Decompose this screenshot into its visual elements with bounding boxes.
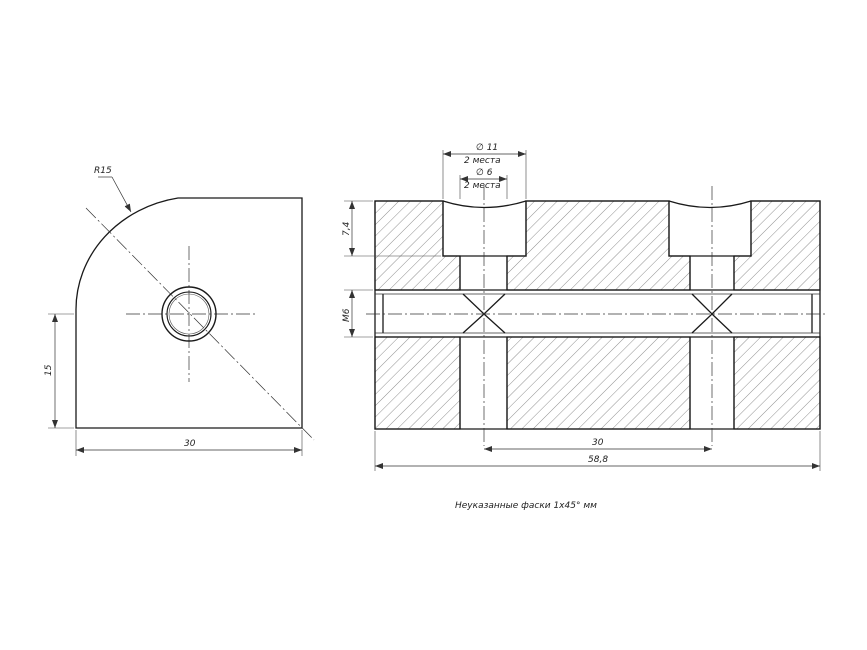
- hole-outer-circle: [161, 286, 217, 342]
- hatch-bottom-right: [733, 336, 821, 430]
- hatch-top-right: [733, 200, 821, 291]
- diagonal-center-line: [85, 207, 315, 441]
- hatch-bottom-middle: [506, 336, 691, 430]
- height-label: 15: [44, 364, 54, 376]
- section-view: ∅ 11 2 места ∅ 6 2 места 7,4 M6 30 58,8: [342, 143, 828, 471]
- front-view-outline: [75, 197, 303, 429]
- chamfer-note: Неуказанные фаски 1x45° мм: [455, 501, 597, 511]
- thread-label: M6: [342, 308, 352, 322]
- radius-label: R15: [94, 166, 112, 176]
- section-outline: [374, 200, 821, 430]
- hatch-top-left: [374, 200, 461, 291]
- counterbore-left-curve: [442, 200, 527, 209]
- depth-label: 7,4: [342, 221, 352, 236]
- horizontal-bore: [375, 289, 820, 338]
- front-view: R15 15 30: [44, 166, 315, 456]
- hole-dia-label: ∅ 6: [476, 168, 493, 178]
- length-label: 58,8: [588, 455, 608, 465]
- vertical-hole-right: [689, 256, 735, 429]
- hole-inner-circle: [166, 291, 212, 337]
- hatch-top-middle: [506, 200, 691, 291]
- counterbore-dia-label: ∅ 11: [476, 143, 498, 153]
- hole-qty-label: 2 места: [464, 181, 501, 191]
- hatch-bottom-left: [374, 336, 461, 430]
- section-hatch: [374, 200, 821, 430]
- radius-leader-arrow: [111, 176, 132, 213]
- hole-thread-circle: [168, 293, 210, 335]
- vertical-hole-left: [459, 256, 508, 429]
- counterbore-qty-label: 2 места: [464, 156, 501, 166]
- width-label: 30: [184, 439, 196, 449]
- counterbore-right-curve: [668, 200, 752, 209]
- spacing-label: 30: [592, 438, 604, 448]
